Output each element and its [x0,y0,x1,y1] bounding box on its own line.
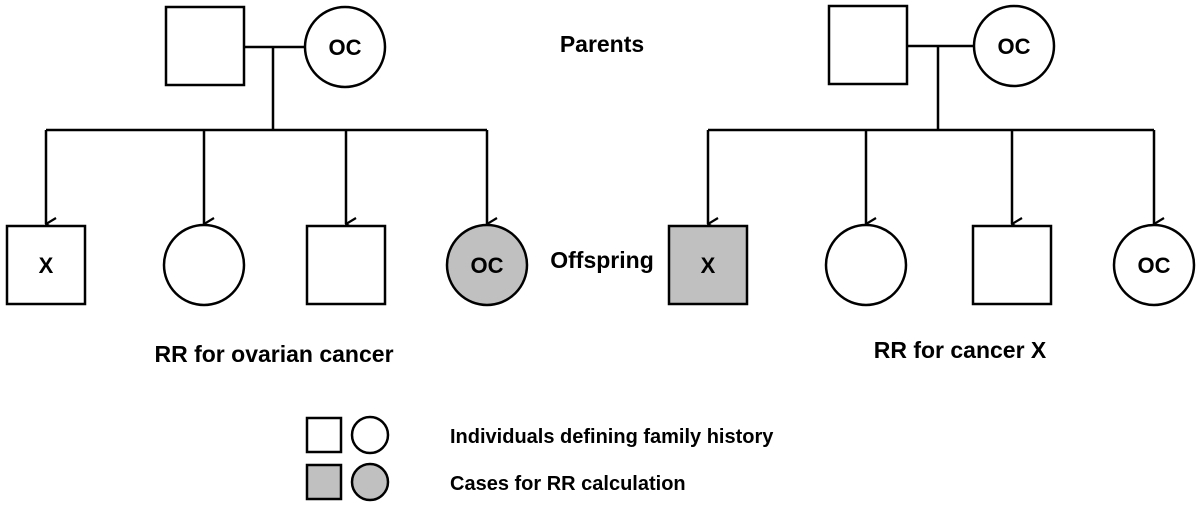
circle-symbol [972,4,1056,88]
offspring-son-symbol [971,224,1053,306]
offspring-label: Offspring [550,247,654,273]
pedigree-title-ovarian: RR for ovarian cancer [154,341,393,367]
legend-circle-unaffected [350,415,390,455]
legend: Individuals defining family history Case… [305,415,774,502]
square-symbol [971,224,1053,306]
pedigree-symbols: OC X OC OC X OC [5,4,1196,307]
circle-symbol [303,5,387,89]
legend-label-family-history: Individuals defining family history [450,426,774,448]
father-symbol [827,4,909,86]
circle-symbol [1112,223,1196,307]
square-symbol [827,4,909,86]
pedigree-lines [44,44,1154,224]
offspring-son-symbol: X [667,224,749,306]
circle-symbol [445,223,529,307]
offspring-son-symbol: X [5,224,87,306]
legend-label-rr-cases: Cases for RR calculation [450,473,686,495]
square-symbol [164,5,246,87]
symbol-label: OC [471,253,504,278]
symbol-label: OC [1138,253,1171,278]
mother-symbol: OC [303,5,387,89]
offspring-son-symbol [305,224,387,306]
mother-symbol: OC [972,4,1056,88]
symbol-label: X [701,253,716,278]
offspring-daughter-symbol [824,223,908,307]
symbol-label: X [39,253,54,278]
square-symbol [5,224,87,306]
offspring-daughter-symbol [162,223,246,307]
father-symbol [164,5,246,87]
legend-circle-case [350,462,390,502]
parents-label: Parents [560,31,644,57]
circle-symbol [162,223,246,307]
offspring-daughter-symbol: OC [445,223,529,307]
offspring-daughter-symbol: OC [1112,223,1196,307]
circle-symbol [824,223,908,307]
square-symbol [667,224,749,306]
pedigree-title-cancer-x: RR for cancer X [874,337,1047,363]
symbol-label: OC [998,34,1031,59]
square-symbol [305,224,387,306]
symbol-label: OC [329,35,362,60]
legend-square-case [305,463,343,501]
legend-square-unaffected [305,416,343,454]
